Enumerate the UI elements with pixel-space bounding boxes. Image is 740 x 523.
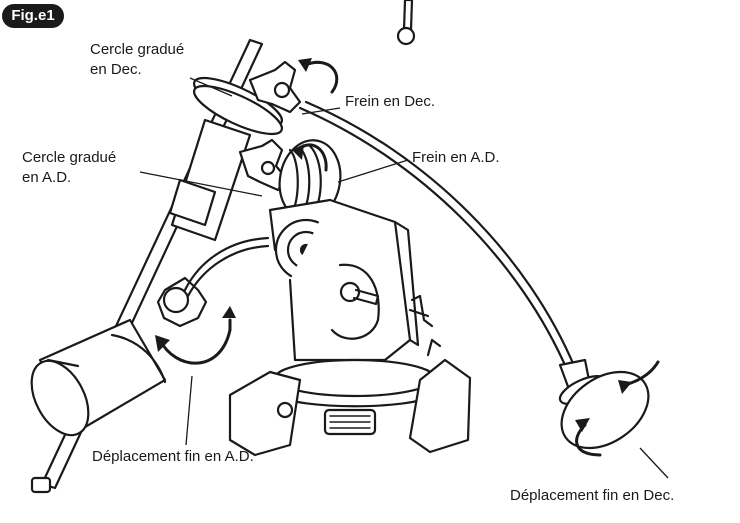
ra-slow-motion-arrow <box>158 318 232 365</box>
dec-setting-circle-part <box>192 76 284 136</box>
dec-lock-label: Frein en Dec. <box>345 93 436 110</box>
tripod-head <box>228 338 472 457</box>
leader-ra-lock <box>337 159 409 183</box>
leader-dec-circle <box>189 77 233 97</box>
leader-ra-slow <box>185 375 193 446</box>
dec-lock-knob <box>248 60 302 114</box>
leader-lines <box>139 77 669 479</box>
ra-setting-circle-label-line2: en A.D. <box>22 169 72 186</box>
ra-slow-motion-knob <box>156 236 270 328</box>
dec-setting-circle-label-line1: Cercle gradué <box>90 41 185 58</box>
leader-ra-circle <box>139 171 263 197</box>
dec-lock-arrow <box>303 60 339 94</box>
dec-slow-motion-cable <box>298 100 577 374</box>
arrowheads <box>155 58 632 432</box>
dec-housing <box>168 118 252 242</box>
figure-tag: Fig.e1 <box>2 4 64 28</box>
counterweight <box>30 318 167 437</box>
dec-slow-motion-label: Déplacement fin en Dec. <box>510 487 675 504</box>
ra-slow-motion-label: Déplacement fin en A.D. <box>92 448 254 465</box>
ra-setting-circle-label-line1: Cercle gradué <box>22 149 117 166</box>
ra-setting-circle-label: Cercle gradué en A.D. <box>22 148 116 188</box>
dec-axis-rod-top <box>396 0 416 46</box>
dec-setting-circle-label: Cercle gradué en Dec. <box>90 40 184 80</box>
dec-setting-circle-label-line2: en Dec. <box>90 61 142 78</box>
dec-slow-motion-knob <box>558 358 650 450</box>
leader-dec-lock <box>301 107 341 115</box>
leader-dec-slow <box>639 447 669 479</box>
ra-lock-label: Frein en A.D. <box>412 149 500 166</box>
mount-body <box>268 198 434 362</box>
